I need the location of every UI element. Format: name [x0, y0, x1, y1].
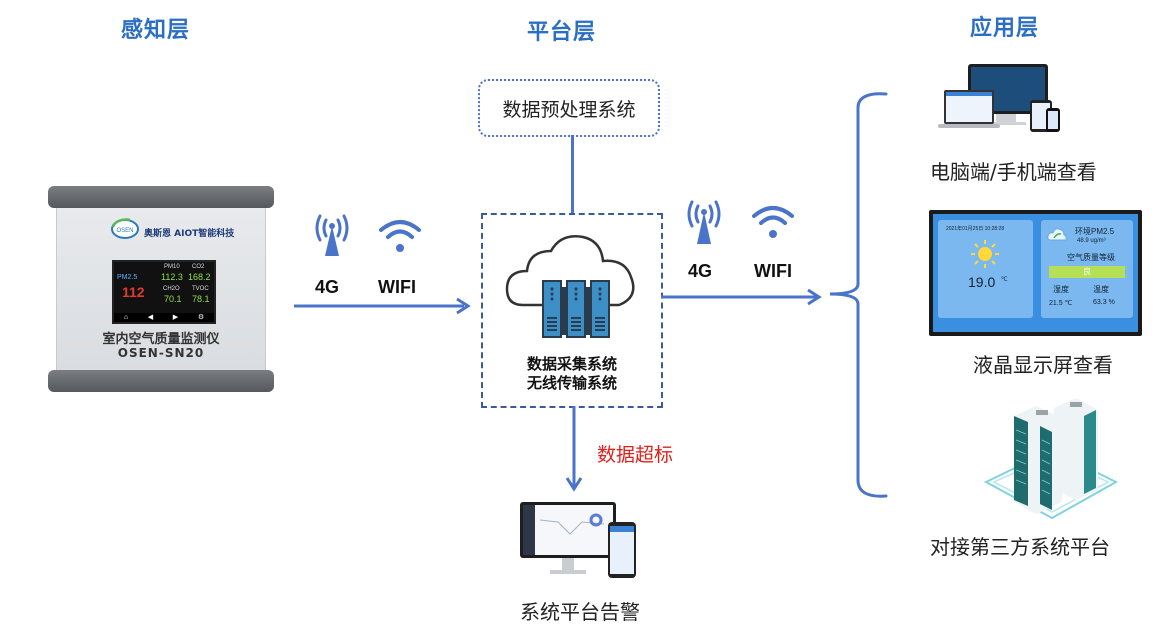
left-4g-label: 4G	[315, 277, 340, 297]
device-screen: PM2.5 112 PM10 112.3 CO2 168.2 CH2O 70.1…	[112, 260, 216, 324]
co2-label: CO2	[192, 264, 205, 270]
lcd-air-panel: 环境PM2.5 48.9 ug/m³ 空气质量等级 良 湿度 温度 21.5 ℃…	[1041, 220, 1133, 318]
cloud-leaf-icon	[1047, 228, 1067, 241]
pm25-label: PM2.5	[117, 274, 138, 281]
app-lcd-label: 液晶显示屏查看	[973, 353, 1113, 377]
pc-mobile-devices-icon	[938, 64, 1060, 132]
app-pc-mobile-label: 电脑端/手机端查看	[930, 160, 1097, 184]
pm10-value: 112.3	[161, 272, 183, 282]
alarm-platform-devices-icon	[520, 502, 636, 578]
device-model: OSEN-SN20	[117, 346, 205, 360]
preprocessing-label: 数据预处理系统	[502, 98, 636, 121]
left-wifi-label: WIFI	[378, 277, 416, 297]
application-bracket	[829, 92, 888, 498]
lcd-humidity-value: 63.3 %	[1093, 299, 1115, 306]
wifi-icon-right	[752, 206, 794, 238]
right-4g-label: 4G	[688, 261, 713, 281]
home-icon: ⌂	[123, 314, 129, 321]
system-alarm-label: 系统平台告警	[520, 600, 640, 624]
connector-preprocess	[571, 135, 574, 213]
device-brand: 奥斯恩 AIOT智能科技	[144, 229, 235, 239]
settings-icon: ⚙	[197, 314, 205, 321]
arrow-device-to-platform	[294, 297, 471, 315]
lcd-display-screen: 2021年01月25日 10:28:28 19.0 ℃ 环境PM2.5 48.9…	[929, 210, 1142, 336]
device-name: 室内空气质量监测仪	[102, 332, 220, 347]
cloud-server-icon	[505, 235, 635, 338]
co2-value: 168.2	[188, 272, 211, 282]
data-collection-system-box: 数据采集系统 无线传输系统	[481, 213, 663, 408]
preprocessing-system-box: 数据预处理系统	[478, 79, 660, 137]
data-exceeded-label: 数据超标	[597, 444, 674, 466]
cell-tower-icon	[315, 214, 349, 256]
platform-layer-title: 平台层	[527, 20, 597, 45]
lcd-temp-unit: ℃	[1001, 277, 1008, 283]
lcd-pm-title: 环境PM2.5	[1075, 227, 1115, 236]
lcd-temp2-value: 21.5 ℃	[1049, 300, 1073, 307]
tvoc-label: TVOC	[192, 286, 209, 292]
pm10-label: PM10	[164, 264, 180, 270]
sun-icon	[971, 240, 999, 268]
lcd-aqi-title: 空气质量等级	[1067, 253, 1115, 262]
arrow-platform-to-apps	[661, 288, 822, 306]
lcd-temp-label: 温度	[1093, 285, 1109, 294]
left-arrow-icon: ◀	[147, 314, 154, 321]
right-arrow-icon: ▶	[172, 314, 179, 321]
wireless-transmission-label: 无线传输系统	[526, 374, 617, 392]
pm25-value: 112	[122, 284, 145, 300]
app-third-party-label: 对接第三方系统平台	[930, 535, 1110, 559]
data-collection-label: 数据采集系统	[526, 355, 617, 373]
application-layer-title: 应用层	[970, 16, 1040, 41]
wifi-icon	[379, 220, 421, 252]
lcd-aqi-level: 良	[1049, 266, 1125, 278]
cell-tower-icon-right	[687, 200, 721, 244]
third-party-server-icon	[983, 398, 1119, 520]
logo-text: OSEN	[116, 228, 133, 234]
device-bottom-cap	[48, 370, 274, 392]
core-system-label: 数据采集系统 无线传输系统	[483, 355, 661, 393]
device-top-cap	[48, 186, 274, 208]
right-wifi-label: WIFI	[754, 261, 792, 281]
tvoc-value: 78.1	[192, 294, 210, 304]
ch2o-label: CH2O	[163, 286, 180, 292]
perception-layer-title: 感知层	[121, 18, 191, 43]
lcd-datetime: 2021年01月25日 10:28:28	[946, 226, 1005, 232]
osen-logo-icon: OSEN	[111, 218, 139, 239]
air-quality-monitor-device: OSEN 奥斯恩 AIOT智能科技 PM2.5 112 PM10 112.3 C…	[48, 186, 274, 392]
lcd-humidity-label: 湿度	[1053, 285, 1069, 294]
lcd-weather-panel: 2021年01月25日 10:28:28 19.0 ℃	[938, 220, 1033, 318]
device-nav-bar: ⌂ ◀ ▶ ⚙	[114, 313, 214, 322]
lcd-temperature: 19.0	[968, 274, 996, 290]
alert-arrow	[565, 406, 583, 492]
ch2o-value: 70.1	[164, 294, 182, 304]
lcd-pm-value: 48.9 ug/m³	[1077, 238, 1106, 244]
